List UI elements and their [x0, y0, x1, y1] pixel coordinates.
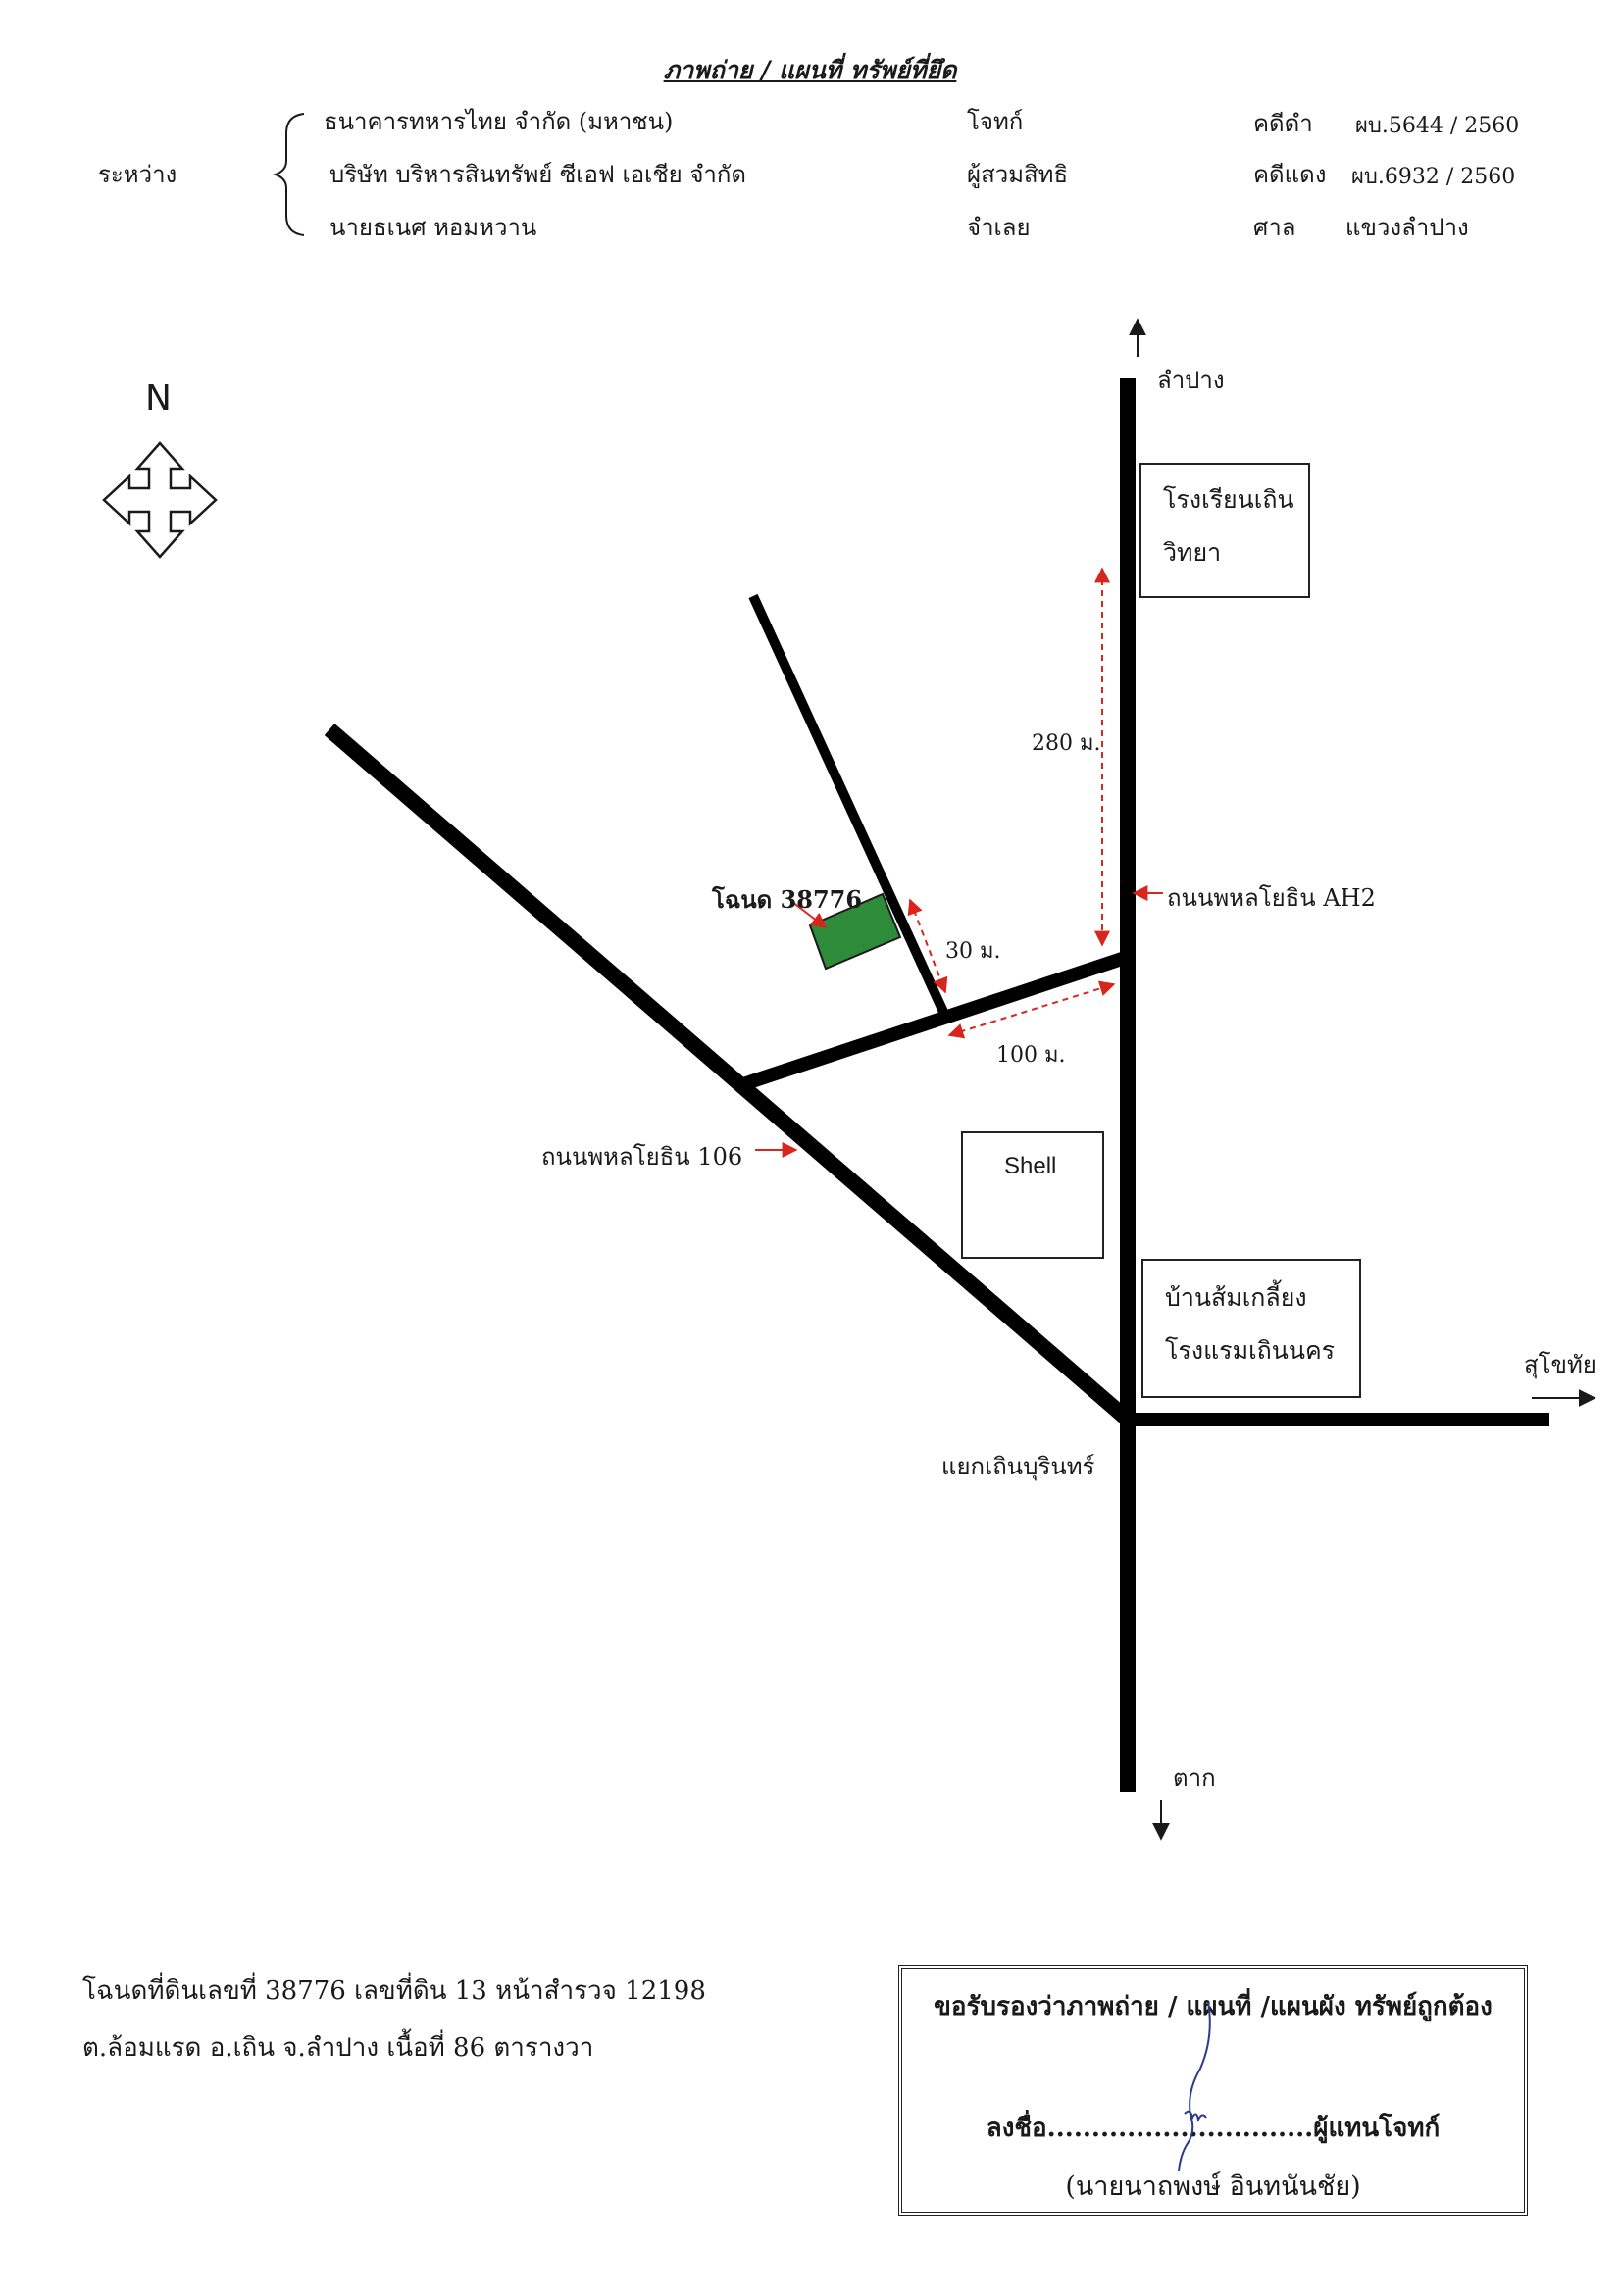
- distance-30-label: 30 ม.: [945, 939, 1001, 964]
- junction-label: แยกเถินบุรินทร์: [941, 1453, 1095, 1480]
- shell-station-landmark: Shell: [961, 1131, 1104, 1259]
- shell-station-name: Shell: [1004, 1153, 1057, 1179]
- deed-info-line2: ต.ล้อมแรด อ.เถิน จ.ลำปาง เนื้อที่ 86 ตาร…: [82, 2033, 594, 2063]
- hotel-name-line2: โรงแรมเถินนคร: [1165, 1336, 1336, 1365]
- compass-arrows-icon: [102, 441, 218, 559]
- signature-line: ลงชื่อ..............................ผู้แ…: [986, 2114, 1441, 2143]
- direction-south-label: ตาก: [1173, 1765, 1216, 1792]
- party-successor-role: ผู้สวมสิทธิ: [967, 161, 1069, 188]
- road-106: [324, 723, 1134, 1426]
- hotel-name-line1: บ้านส้มเกลี้ยง: [1165, 1283, 1307, 1312]
- brace-icon: [273, 113, 305, 236]
- school-landmark: โรงเรียนเถิน วิทยา: [1139, 463, 1310, 598]
- party-successor-name: บริษัท บริหารสินทรัพย์ ซีเอฟ เอเชีย จำกั…: [329, 161, 746, 188]
- main-road-label: ถนนพหลโยธิน AH2: [1167, 884, 1376, 912]
- signer-name: (นายนาถพงษ์ อินทนันชัย): [1065, 2171, 1361, 2202]
- black-case-number: ผบ.5644 / 2560: [1355, 114, 1520, 138]
- handwritten-signature-icon: [1178, 2001, 1211, 2171]
- direction-north-label: ลำปาง: [1157, 367, 1225, 394]
- branch-road-label: ถนนพหลโยธิน 106: [541, 1143, 743, 1171]
- land-parcel: [808, 892, 902, 971]
- distance-280-label: 280 ม.: [1032, 731, 1101, 756]
- party-defendant-name: นายธเนศ หอมหวาน: [329, 214, 537, 241]
- dimension-100m: [947, 980, 1116, 1039]
- distance-100-label: 100 ม.: [996, 1043, 1066, 1068]
- school-name-line1: โรงเรียนเถิน: [1163, 485, 1294, 514]
- red-case-number: ผบ.6932 / 2560: [1351, 165, 1516, 189]
- deed-info-line1: โฉนดที่ดินเลขที่ 38776 เลขที่ดิน 13 หน้า…: [82, 1976, 706, 2006]
- school-name-line2: วิทยา: [1163, 538, 1222, 567]
- court-label: ศาล: [1253, 214, 1296, 241]
- dimension-30m: [907, 898, 948, 994]
- party-plaintiff-name: ธนาคารทหารไทย จำกัด (มหาชน): [324, 108, 674, 135]
- parcel-label: โฉนด 38776: [712, 885, 863, 914]
- hotel-landmark: บ้านส้มเกลี้ยง โรงแรมเถินนคร: [1141, 1259, 1361, 1398]
- certification-box: ขอรับรองว่าภาพถ่าย / แผนที่ /แผนผัง ทรัพ…: [898, 1965, 1528, 2216]
- page-title: ภาพถ่าย / แผนที่ ทรัพย์ที่ยึด: [663, 56, 957, 84]
- red-case-label: คดีแดง: [1253, 161, 1327, 188]
- direction-east-label: สุโขทัย: [1524, 1351, 1596, 1378]
- certification-heading: ขอรับรองว่าภาพถ่าย / แผนที่ /แผนผัง ทรัพ…: [934, 1992, 1493, 2021]
- black-case-label: คดีดำ: [1253, 110, 1313, 137]
- court-name: แขวงลำปาง: [1345, 214, 1469, 241]
- party-plaintiff-role: โจทก์: [967, 108, 1024, 135]
- parcel-pointer-arrow: [791, 901, 828, 928]
- between-label: ระหว่าง: [98, 161, 177, 188]
- connector-road: [734, 950, 1131, 1093]
- north-label: N: [145, 378, 172, 419]
- party-defendant-role: จำเลย: [967, 214, 1031, 241]
